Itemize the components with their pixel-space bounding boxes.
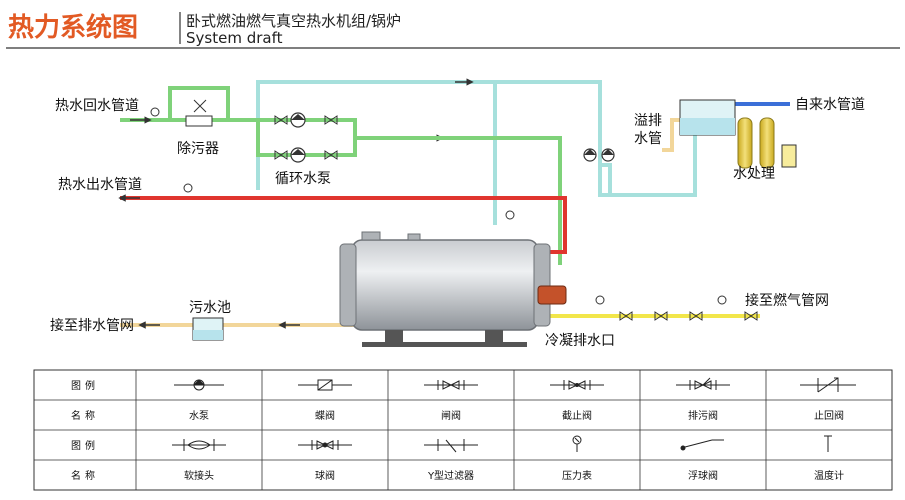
legend-name: 压力表 xyxy=(562,469,592,482)
label-drain-network: 接至排水管网 xyxy=(50,317,134,334)
pump-icon xyxy=(583,148,597,162)
dirt-separator-icon xyxy=(185,115,213,127)
label-circulation-pump: 循环水泵 xyxy=(275,171,331,187)
butterfly-valve-icon xyxy=(298,379,352,391)
label-condensate-drain: 冷凝排水口 xyxy=(545,333,615,349)
pressure-gauge-icon xyxy=(572,435,582,452)
subtitle-cn: 卧式燃油燃气真空热水机组/锅炉 xyxy=(186,12,401,30)
label-hot-water-outlet: 热水出水管道 xyxy=(58,177,142,193)
float-valve-icon xyxy=(680,439,724,451)
label-overflow-line2: 水管 xyxy=(634,131,662,147)
y-strainer-icon xyxy=(424,439,478,453)
label-gas-network: 接至燃气管网 xyxy=(745,292,829,309)
legend-row-header: 名称 xyxy=(71,469,99,482)
label-dirt-separator: 除污器 xyxy=(177,141,219,157)
pump-icon xyxy=(601,148,615,162)
legend-name: 止回阀 xyxy=(814,409,844,422)
pressure-gauge-icon xyxy=(150,107,727,305)
sewage-pool-level xyxy=(193,330,223,340)
blowdown-valve-icon xyxy=(676,377,730,390)
legend-row-header: 图例 xyxy=(71,439,99,452)
valve-icon xyxy=(193,99,207,113)
flexible-joint-icon xyxy=(172,439,226,451)
cold-pipe-loop xyxy=(256,80,697,225)
pump-icon xyxy=(290,112,306,128)
brine-tank xyxy=(781,144,797,168)
ball-valve-icon xyxy=(298,440,352,450)
globe-valve-icon xyxy=(550,380,604,390)
subtitle-en: System draft xyxy=(186,29,283,47)
pump-icon xyxy=(290,147,306,163)
legend-row-header: 图例 xyxy=(71,379,99,392)
gate-valve-icon xyxy=(424,380,478,390)
legend-name: 水泵 xyxy=(189,410,209,422)
valve-icon xyxy=(619,311,758,321)
legend-name: 浮球阀 xyxy=(688,469,718,482)
legend-table xyxy=(33,369,893,491)
softener-tank xyxy=(737,117,753,169)
legend-name: 球阀 xyxy=(315,469,335,482)
label-overflow-line1: 溢排 xyxy=(634,113,662,129)
check-valve-icon xyxy=(800,377,856,393)
pump-icon xyxy=(174,379,224,391)
gas-pipe xyxy=(543,300,760,318)
softener-tank xyxy=(759,117,775,169)
label-hot-water-return: 热水回水管道 xyxy=(55,98,139,114)
legend-name: Y型过滤器 xyxy=(427,469,474,482)
label-water-treatment: 水处理 xyxy=(733,166,775,182)
drain-pipe xyxy=(225,300,357,327)
legend-name: 排污阀 xyxy=(688,409,718,422)
burner xyxy=(537,285,567,305)
label-tap-water: 自来水管道 xyxy=(795,97,865,113)
legend-name: 截止阀 xyxy=(562,409,592,422)
legend-name: 闸阀 xyxy=(441,409,461,422)
label-sewage-pool: 污水池 xyxy=(189,300,231,316)
overflow-pipe xyxy=(662,118,680,152)
water-tank-level xyxy=(680,118,735,135)
supply-pipe xyxy=(120,196,567,254)
legend-name: 软接头 xyxy=(184,469,214,482)
page-title: 热力系统图 xyxy=(8,12,138,43)
legend-name: 蝶阀 xyxy=(315,409,335,422)
thermometer-icon xyxy=(824,435,832,452)
valve-icon xyxy=(274,115,338,160)
legend-row-header: 名称 xyxy=(71,409,99,422)
legend-name: 温度计 xyxy=(814,469,844,482)
boiler xyxy=(339,231,551,347)
